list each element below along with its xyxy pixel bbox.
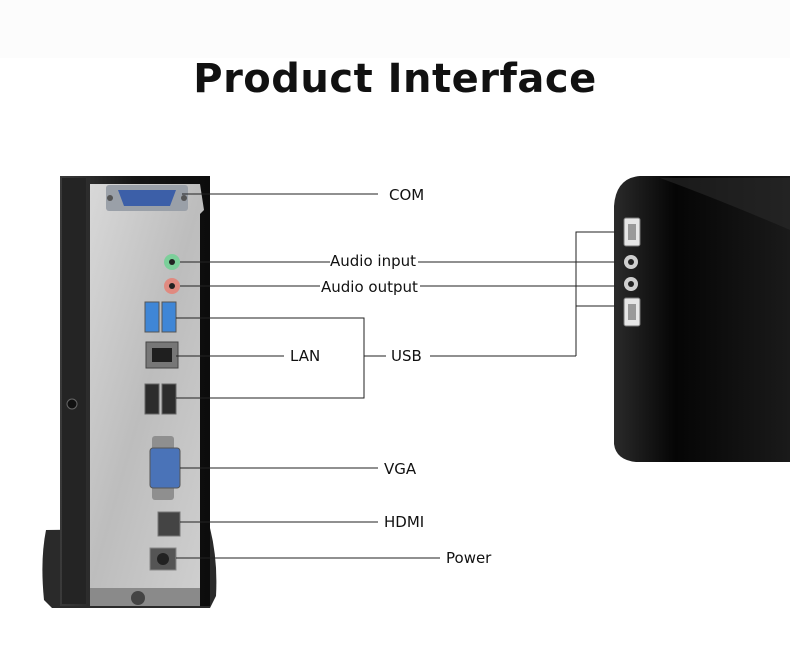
label-power: Power — [446, 549, 492, 567]
usb2-port-2 — [161, 383, 177, 415]
label-audio-input: Audio input — [330, 252, 416, 270]
usb3-port-1 — [144, 301, 160, 333]
usb-rear-bracket — [176, 317, 365, 399]
pc-front — [614, 176, 790, 462]
hdmi-port — [157, 511, 181, 537]
label-vga: VGA — [384, 460, 417, 478]
usb2-port-1 — [144, 383, 160, 415]
top-band — [0, 0, 790, 58]
usb3-port-2 — [161, 301, 177, 333]
label-com: COM — [389, 186, 425, 204]
usb-front-bracket — [575, 231, 616, 356]
label-audio-output: Audio output — [321, 278, 418, 296]
com-port — [106, 185, 188, 211]
label-usb: USB — [391, 347, 422, 365]
label-hdmi: HDMI — [384, 513, 425, 531]
case-screw — [66, 398, 78, 410]
pc-front-case — [614, 176, 790, 462]
label-lan: LAN — [290, 347, 321, 365]
pc-rear — [42, 176, 217, 608]
vga-port — [149, 447, 181, 489]
page-title: Product Interface — [193, 56, 597, 102]
leader-lines — [176, 193, 616, 559]
